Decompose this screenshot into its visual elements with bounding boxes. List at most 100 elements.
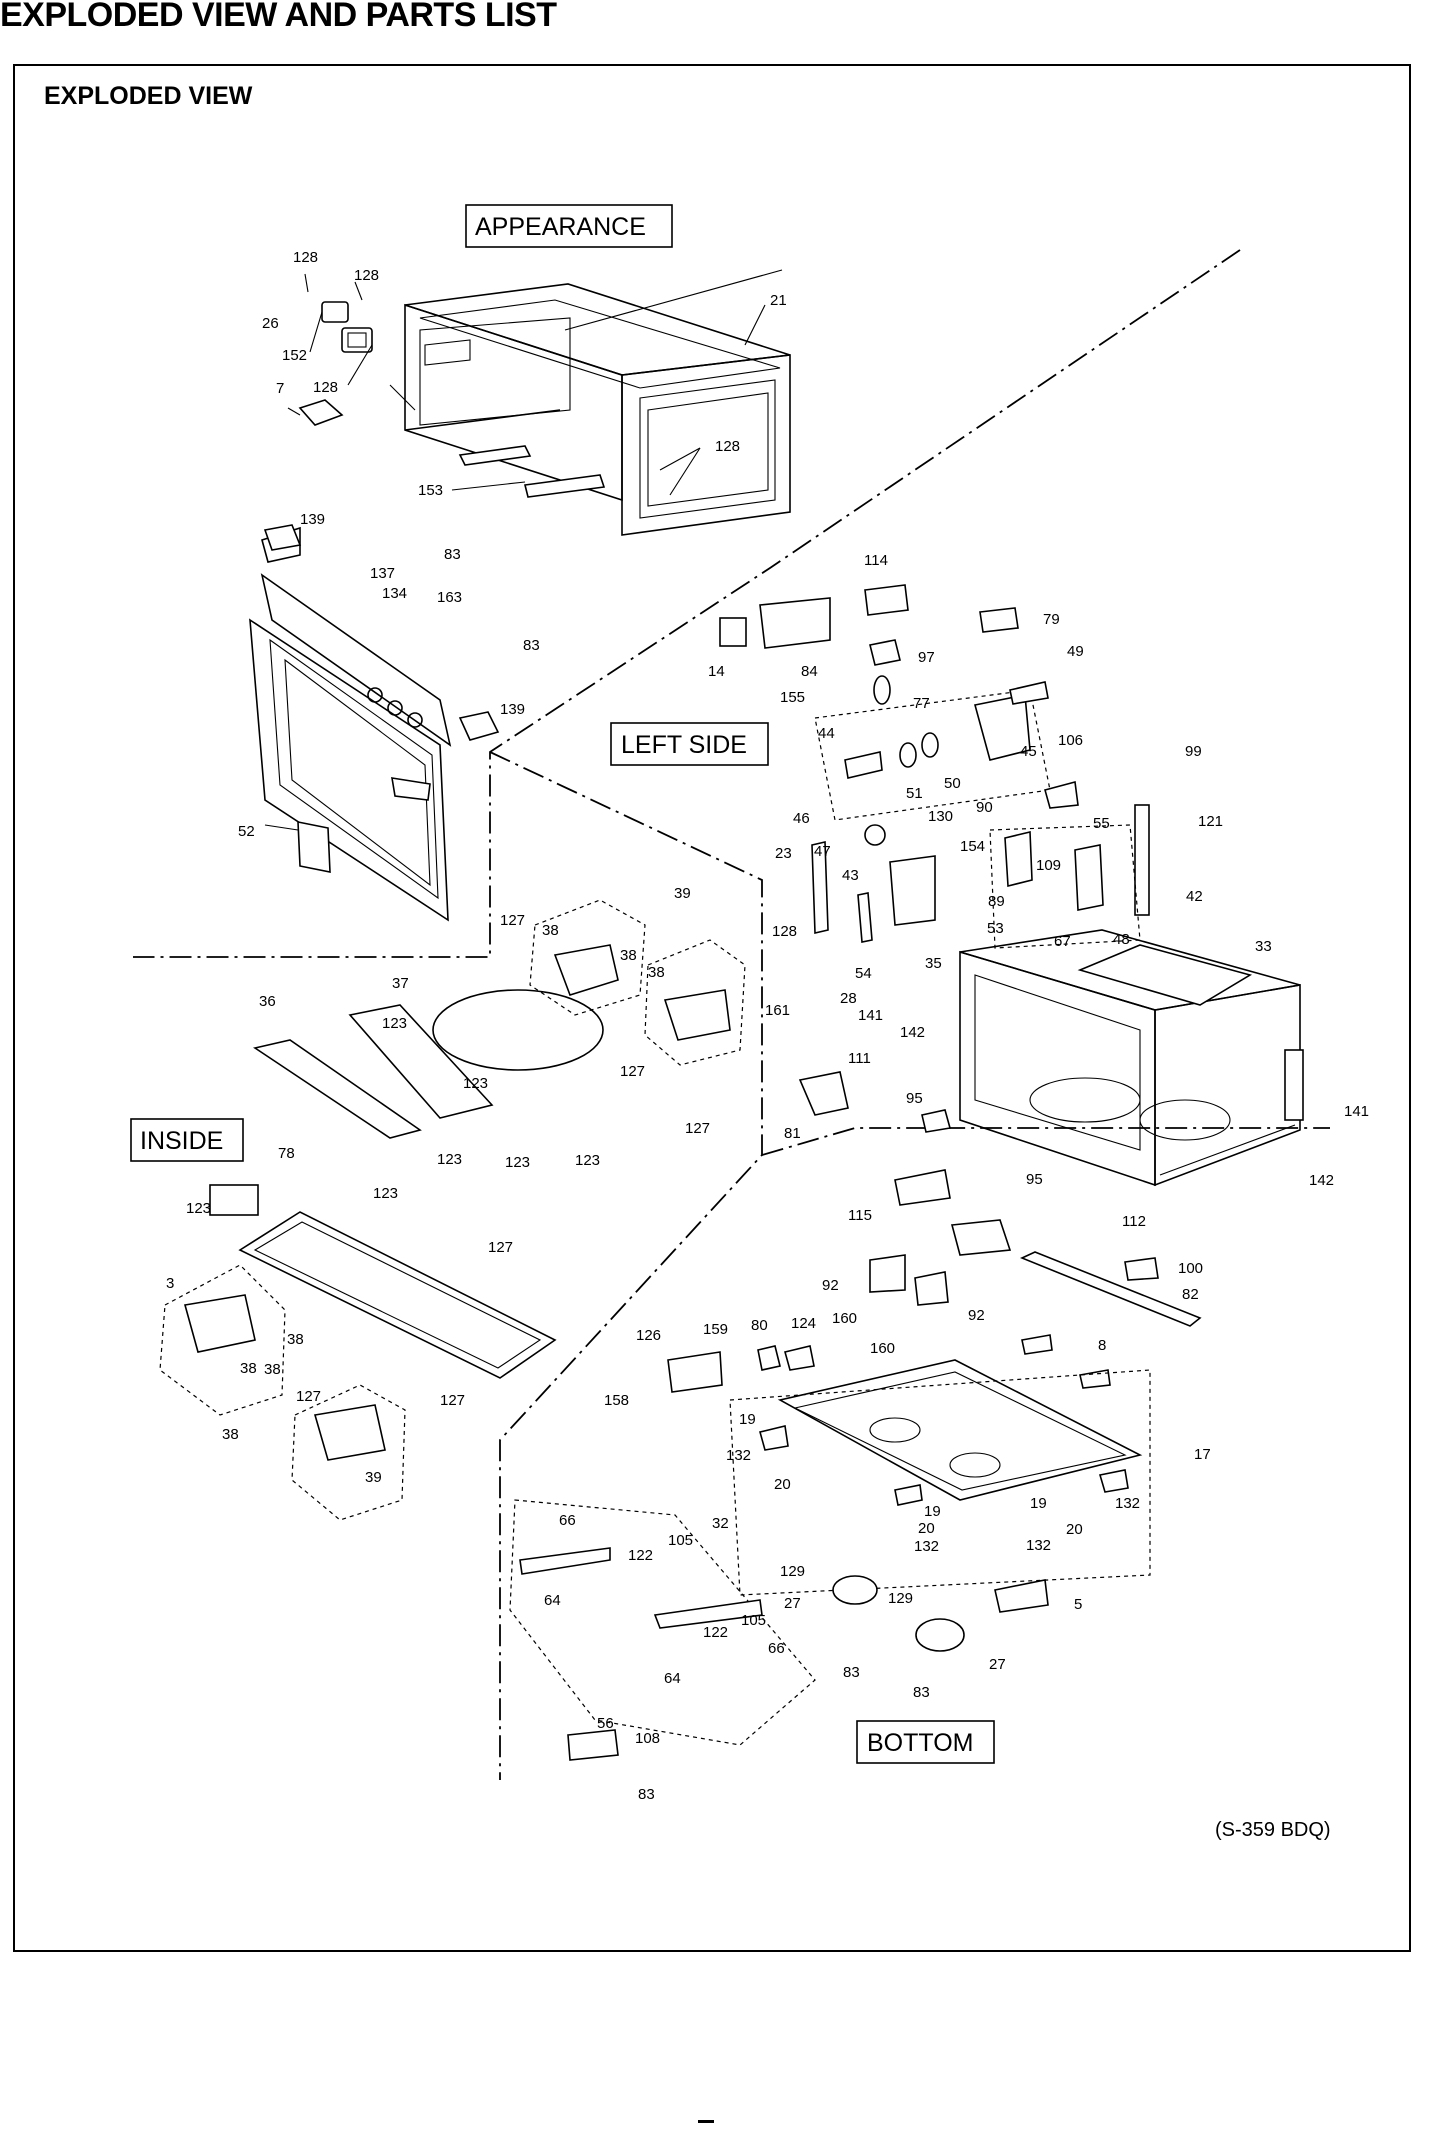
part-number: 48 xyxy=(1113,931,1130,948)
part-number: 43 xyxy=(842,867,859,884)
part-number: 127 xyxy=(440,1392,465,1409)
part-number: 83 xyxy=(444,546,461,563)
left-side-label: LEFT SIDE xyxy=(621,731,747,759)
part-number: 26 xyxy=(262,315,279,332)
part-number: 82 xyxy=(1182,1286,1199,1303)
part-number: 38 xyxy=(648,964,665,981)
part-number: 83 xyxy=(638,1786,655,1803)
part-number: 20 xyxy=(1066,1521,1083,1538)
part-number: 141 xyxy=(858,1007,883,1024)
oven-cavity-drawing xyxy=(959,929,1304,1187)
part-number: 38 xyxy=(264,1361,281,1378)
inside-label: INSIDE xyxy=(140,1127,223,1155)
part-number: 129 xyxy=(780,1563,805,1580)
part-number: 161 xyxy=(765,1002,790,1019)
part-number: 105 xyxy=(741,1612,766,1629)
part-number: 159 xyxy=(703,1321,728,1338)
outer-cabinet-drawing xyxy=(261,269,791,563)
part-number: 79 xyxy=(1043,611,1060,628)
part-number: 105 xyxy=(668,1532,693,1549)
part-number: 67 xyxy=(1054,933,1071,950)
part-number: 38 xyxy=(287,1331,304,1348)
part-number: 45 xyxy=(1020,743,1037,760)
part-number: 33 xyxy=(1255,938,1272,955)
part-number: 38 xyxy=(542,922,559,939)
leader-lines xyxy=(264,273,766,831)
part-number: 139 xyxy=(500,701,525,718)
part-number: 50 xyxy=(944,775,961,792)
part-number: 23 xyxy=(775,845,792,862)
part-number: 122 xyxy=(628,1547,653,1564)
bottom-label: BOTTOM xyxy=(867,1729,973,1757)
part-number: 123 xyxy=(186,1200,211,1217)
part-number: 152 xyxy=(282,347,307,364)
part-number: 158 xyxy=(604,1392,629,1409)
part-number: 27 xyxy=(784,1595,801,1612)
part-number: 64 xyxy=(664,1670,681,1687)
part-number: 89 xyxy=(988,893,1005,910)
part-number: 38 xyxy=(240,1360,257,1377)
bottom-parts-drawing xyxy=(509,1169,1202,1761)
part-number: 115 xyxy=(848,1207,872,1224)
part-number: 139 xyxy=(300,511,325,528)
page-title: EXPLODED VIEW AND PARTS LIST xyxy=(0,0,557,34)
part-number: 153 xyxy=(418,482,443,499)
part-number: 123 xyxy=(373,1185,398,1202)
part-number: 38 xyxy=(222,1426,239,1443)
inside-parts-drawing xyxy=(159,899,746,1521)
part-number: 122 xyxy=(703,1624,728,1641)
part-number: 123 xyxy=(382,1015,407,1032)
part-number: 84 xyxy=(801,663,818,680)
inside-part-numbers: 127 38 39 38 37 38 36 123 123 127 127 12… xyxy=(166,885,710,1486)
part-number: 17 xyxy=(1194,1446,1211,1463)
part-number: 123 xyxy=(463,1075,488,1092)
left-side-parts-drawing xyxy=(719,584,1150,1133)
part-number: 112 xyxy=(1122,1213,1146,1230)
group-labels: APPEARANCE LEFT SIDE INSIDE BOTTOM xyxy=(130,204,995,1764)
part-number: 154 xyxy=(960,838,985,855)
part-number: 160 xyxy=(870,1340,895,1357)
part-number: 127 xyxy=(500,912,525,929)
part-number: 28 xyxy=(840,990,857,1007)
part-number: 111 xyxy=(848,1050,871,1067)
part-number: 14 xyxy=(708,663,725,680)
part-number: 19 xyxy=(1030,1495,1047,1512)
part-number: 127 xyxy=(620,1063,645,1080)
part-number: 20 xyxy=(918,1520,935,1537)
part-number: 132 xyxy=(1026,1537,1051,1554)
part-number: 81 xyxy=(784,1125,801,1142)
part-number: 5 xyxy=(1074,1596,1082,1613)
left-side-part-numbers: 114 14 84 79 97 49 155 44 77 45 106 99 5… xyxy=(708,552,1369,1230)
part-number: 100 xyxy=(1178,1260,1203,1277)
part-number: 39 xyxy=(365,1469,382,1486)
part-number: 128 xyxy=(715,438,740,455)
part-number: 55 xyxy=(1093,815,1110,832)
region-boundaries xyxy=(133,249,1330,1780)
part-number: 90 xyxy=(976,799,993,816)
door-drawing xyxy=(249,524,500,922)
part-number: 142 xyxy=(1309,1172,1334,1189)
part-number: 52 xyxy=(238,823,255,840)
part-number: 155 xyxy=(780,689,805,706)
diagram-frame xyxy=(13,64,1411,1952)
part-number: 27 xyxy=(989,1656,1006,1673)
part-number: 141 xyxy=(1344,1103,1369,1120)
appearance-label: APPEARANCE xyxy=(475,213,646,241)
section-title: EXPLODED VIEW xyxy=(44,82,253,110)
part-number: 7 xyxy=(276,380,284,397)
part-number: 66 xyxy=(559,1512,576,1529)
left-side-label-box xyxy=(610,722,769,766)
part-number: 83 xyxy=(523,637,540,654)
part-number: 108 xyxy=(635,1730,660,1747)
part-number: 80 xyxy=(751,1317,768,1334)
appearance-part-numbers: 128 128 26 152 7 128 21 128 153 xyxy=(262,249,787,499)
part-number: 95 xyxy=(906,1090,923,1107)
part-number: 95 xyxy=(1026,1171,1043,1188)
part-number: 20 xyxy=(774,1476,791,1493)
part-number: 53 xyxy=(987,920,1004,937)
part-number: 124 xyxy=(791,1315,816,1332)
part-number: 19 xyxy=(739,1411,756,1428)
part-number: 126 xyxy=(636,1327,661,1344)
part-number: 99 xyxy=(1185,743,1202,760)
